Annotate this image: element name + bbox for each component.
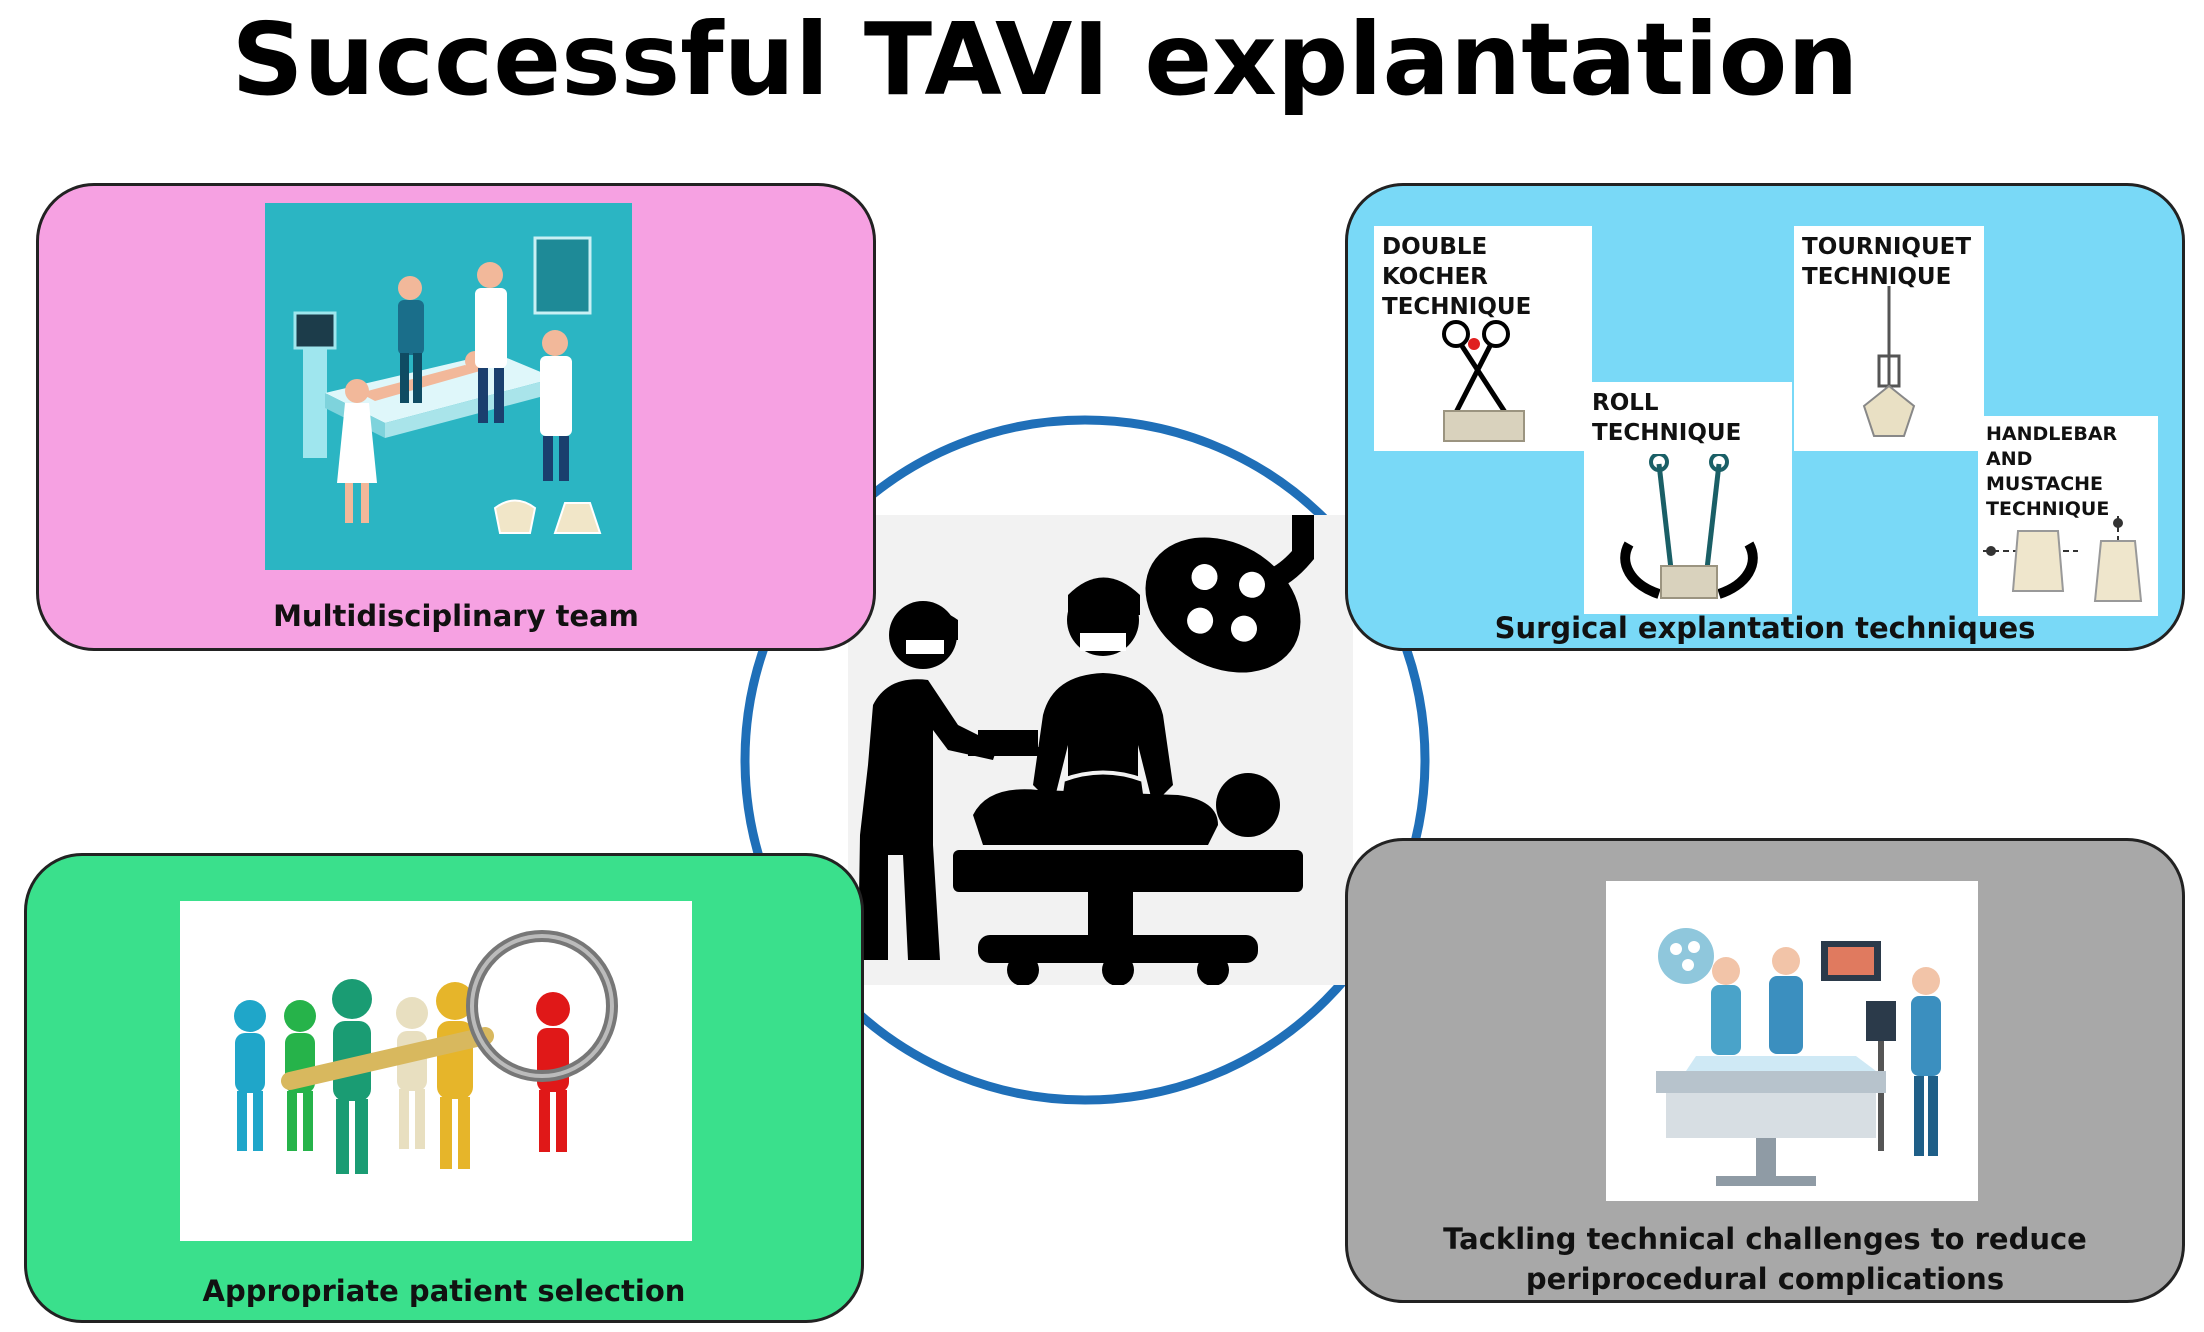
caption-multidisciplinary-team: Multidisciplinary team [273, 599, 639, 633]
double-kocher-technique: DOUBLE KOCHER TECHNIQUE [1374, 226, 1592, 451]
double-kocher-icon [1442, 320, 1525, 442]
double-kocher-label: DOUBLE KOCHER TECHNIQUE [1382, 234, 1532, 320]
handlebar-mustache-icon [1983, 516, 2143, 606]
medical-team-illustration [265, 203, 632, 570]
operating-room-illustration [1606, 881, 1978, 1201]
tourniquet-icon [1862, 286, 1916, 437]
roll-technique: ROLL TECHNIQUE [1584, 382, 1792, 614]
surgical-team-operating-icon [848, 515, 1353, 985]
caption-technical-challenges-line1: Tackling technical challenges to reduce [1443, 1222, 2087, 1256]
tourniquet-technique: TOURNIQUET TECHNIQUE [1794, 226, 1984, 451]
panel-surgical-techniques: DOUBLE KOCHER TECHNIQUE TOURNIQUET TECHN… [1345, 183, 2185, 651]
panel-patient-selection: Appropriate patient selection [24, 853, 864, 1323]
tourniquet-label: TOURNIQUET TECHNIQUE [1802, 234, 1972, 290]
roll-label: ROLL TECHNIQUE [1592, 390, 1742, 446]
panel-technical-challenges: Tackling technical challenges to reduce … [1345, 838, 2185, 1303]
magnifier-people-illustration [180, 901, 692, 1241]
handlebar-mustache-label: HANDLEBAR AND MUSTACHE TECHNIQUE [1986, 423, 2118, 520]
handlebar-mustache-technique: HANDLEBAR AND MUSTACHE TECHNIQUE [1978, 416, 2158, 616]
caption-patient-selection: Appropriate patient selection [202, 1274, 686, 1308]
panel-multidisciplinary-team: Multidisciplinary team [36, 183, 876, 651]
roll-icon [1620, 454, 1758, 599]
center-circle [740, 415, 1430, 1105]
caption-surgical-techniques: Surgical explantation techniques [1494, 611, 2036, 645]
diagram-title: Successful TAVI explantation [231, 1, 1859, 118]
caption-technical-challenges-line2: periprocedural complications [1525, 1262, 2005, 1296]
